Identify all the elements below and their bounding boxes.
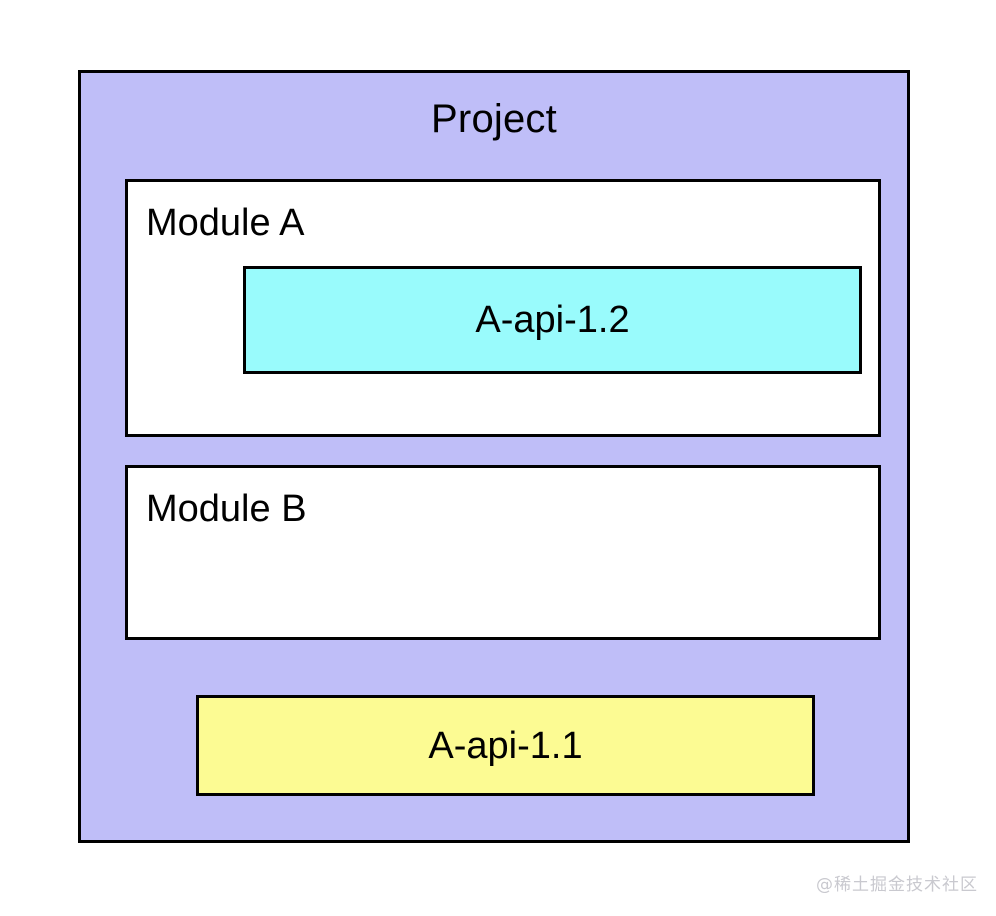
artifact-a-api-1-2: A-api-1.2	[243, 266, 862, 374]
module-b-container: Module B	[125, 465, 881, 640]
artifact-a-api-1-2-label: A-api-1.2	[475, 299, 630, 341]
artifact-a-api-1-1: A-api-1.1	[196, 695, 815, 796]
watermark: @稀土掘金技术社区	[816, 875, 978, 895]
artifact-a-api-1-1-label: A-api-1.1	[428, 724, 583, 767]
module-b-label: Module B	[146, 488, 307, 530]
module-a-label: Module A	[146, 202, 305, 244]
project-title: Project	[431, 97, 557, 141]
module-a-container: Module A A-api-1.2	[125, 179, 881, 437]
project-container: Project Module A A-api-1.2 Module B A-ap…	[78, 70, 910, 843]
